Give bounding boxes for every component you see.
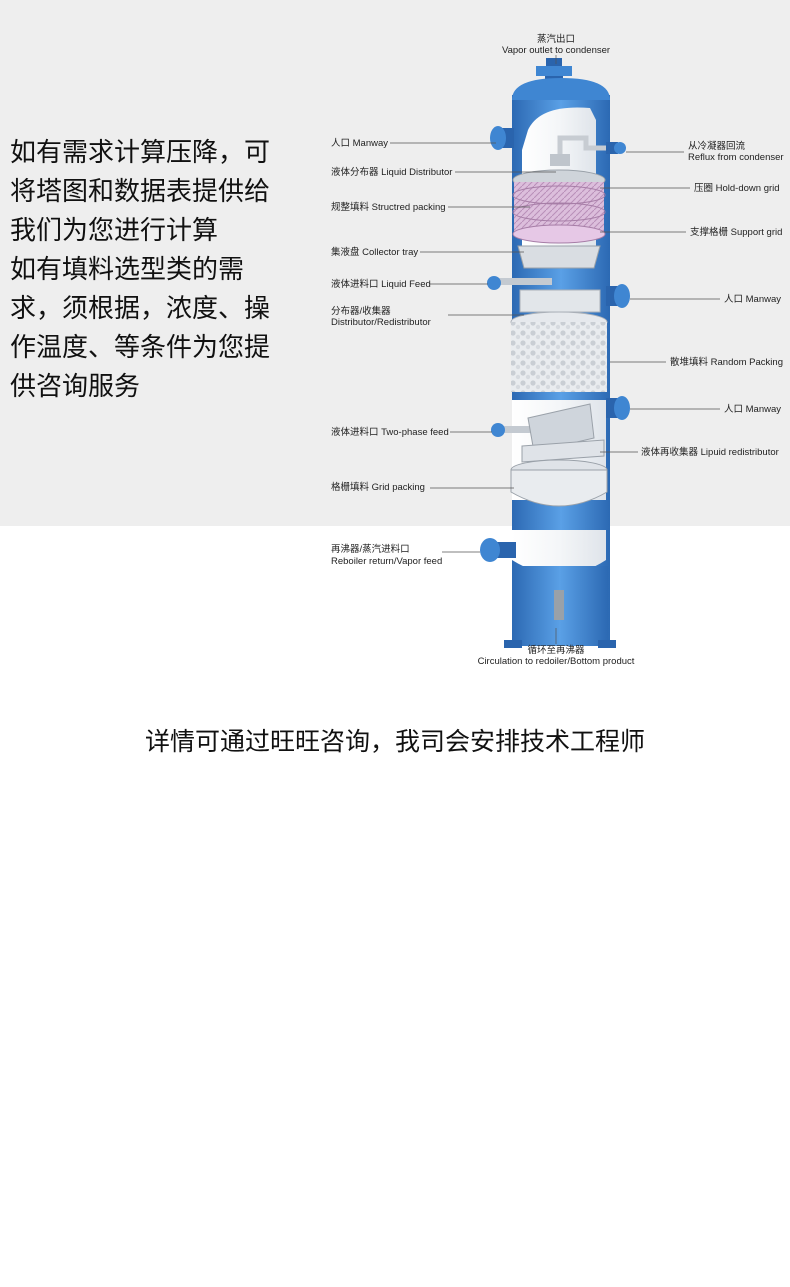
label-liquid-feed: 液体进料口 Liquid Feed xyxy=(331,278,431,290)
structured-packing-mid xyxy=(512,202,606,222)
distributor-header xyxy=(550,154,570,166)
label-reboiler-cn: 再沸器/蒸汽进料口 xyxy=(331,543,410,555)
label-reflux-cn: 从冷凝器回流 xyxy=(688,140,746,152)
manway-low-nozzle xyxy=(606,396,630,420)
label-manway-low: 人口 Manway xyxy=(724,404,781,415)
label-support-grid: 支撑格栅 Support grid xyxy=(690,226,782,238)
liquid-redistributor xyxy=(527,403,595,453)
label-two-phase-feed: 液体进料口 Two-phase feed xyxy=(331,426,449,438)
label-random-packing: 散堆填料 Random Packing xyxy=(670,356,783,368)
leader-lines xyxy=(390,55,720,644)
reboiler-nozzle xyxy=(480,538,516,562)
label-grid-packing: 格栅填料 Grid packing xyxy=(331,481,425,493)
reflux-nozzle xyxy=(606,142,626,154)
intro-line: 作温度、等条件为您提 xyxy=(10,333,271,363)
label-liquid-distributor: 液体分布器 Liquid Distributor xyxy=(331,166,452,178)
collector-tray xyxy=(517,245,601,269)
random-packing-bed xyxy=(511,322,607,392)
intro-text: 如有需求计算压降，可 将塔图和数据表提供给 我们为您进行计算 如有填料选型类的需… xyxy=(10,134,310,407)
skirt-foot-right xyxy=(598,640,616,648)
label-redistributor-en: Distributor/Redistributor xyxy=(331,317,431,328)
label-vapor-outlet-en: Vapor outlet to condenser xyxy=(502,45,610,56)
liquid-feed-pipe xyxy=(496,278,552,285)
intro-line: 求，须根据，浓度、操 xyxy=(10,294,271,324)
top-gray-panel xyxy=(0,0,790,526)
intro-line: 将塔图和数据表提供给 xyxy=(10,177,271,207)
label-structured-packing: 规整填料 Structred packing xyxy=(331,201,446,213)
intro-line: 如有填料选型类的需 xyxy=(10,255,245,285)
label-circulation-cn: 循环至再沸器 xyxy=(527,644,585,656)
skirt-foot-left xyxy=(504,640,522,648)
label-collector-tray: 集液盘 Collector tray xyxy=(331,246,418,258)
reflux-pipe xyxy=(557,135,606,158)
footer-consult-text: 详情可通过旺旺咨询，我司会安排技术工程师 xyxy=(144,727,645,756)
grid-packing-bed xyxy=(510,469,608,507)
label-vapor-outlet-cn: 蒸汽出口 xyxy=(537,33,575,45)
manway-mid-nozzle xyxy=(606,284,630,308)
bottom-pipe xyxy=(554,590,564,620)
intro-line: 如有需求计算压降，可 xyxy=(10,138,271,168)
redistributor-body xyxy=(519,289,601,313)
label-circulation-en: Circulation to redoiler/Bottom product xyxy=(478,656,635,667)
label-hold-down-grid: 压圈 Hold-down grid xyxy=(694,183,780,194)
liquid-feed-flange xyxy=(487,276,501,290)
label-manway-top: 人口 Manway xyxy=(331,138,388,149)
two-phase-feed-flange xyxy=(491,423,505,437)
support-grid xyxy=(512,224,606,244)
liquid-redistributor-rows xyxy=(521,439,605,463)
intro-line: 我们为您进行计算 xyxy=(10,216,219,246)
bottom-head xyxy=(512,530,606,575)
manway-top-nozzle xyxy=(490,126,514,150)
label-manway-mid: 人口 Manway xyxy=(724,294,781,305)
column-top-head xyxy=(512,78,610,100)
structured-packing-top xyxy=(512,185,606,205)
label-liquid-redistributor: 液体再收集器 Lipuid redistributor xyxy=(641,446,779,458)
label-reflux-en: Reflux from condenser xyxy=(688,152,784,163)
label-redistributor-cn: 分布器/收集器 xyxy=(331,305,391,317)
label-reboiler-en: Reboiler return/Vapor feed xyxy=(331,556,442,567)
packed-column-diagram: 蒸汽出口 Vapor outlet to condenser 人口 Manway… xyxy=(331,33,784,667)
two-phase-feed-pipe xyxy=(500,426,540,433)
intro-line: 供咨询服务 xyxy=(10,372,141,402)
